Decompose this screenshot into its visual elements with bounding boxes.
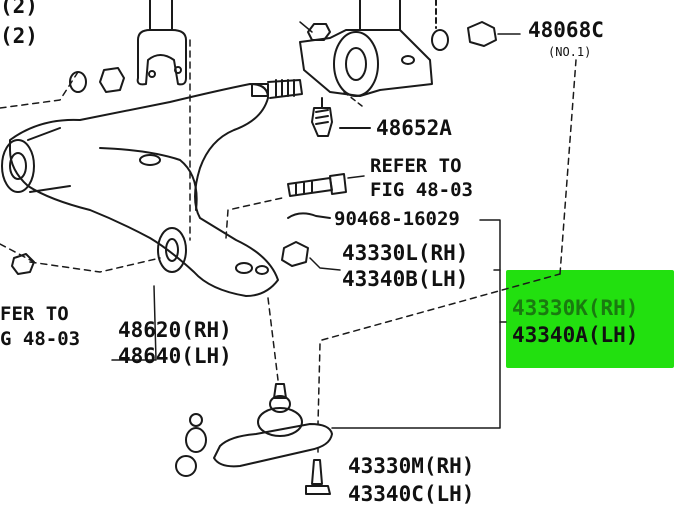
cotter-pin-nut-illustration xyxy=(281,212,331,267)
leader-lines xyxy=(0,21,577,457)
label-48652a: 48652A xyxy=(376,116,452,140)
label-paren-2: (2) xyxy=(0,24,38,48)
shock-fork-illustration xyxy=(136,0,187,86)
bolt-48652a-illustration xyxy=(311,97,371,137)
bolt-43330m-illustration xyxy=(305,459,331,495)
label-refer-left-line1: FER TO xyxy=(0,303,69,325)
label-cut-top-left: (2) xyxy=(0,0,38,18)
bushing-bracket-illustration xyxy=(299,0,433,97)
label-refer-left-line2: G 48-03 xyxy=(0,328,81,350)
lower-control-arm-illustration xyxy=(1,79,303,297)
part-highlight xyxy=(506,270,674,368)
label-43340c: 43340C(LH) xyxy=(348,482,475,506)
label-43330l: 43330L(RH) xyxy=(342,241,469,265)
label-refer-right-line2: FIG 48-03 xyxy=(370,179,473,201)
label-43330k: 43330K(RH) xyxy=(512,296,639,320)
nut-washer-illustrations xyxy=(69,0,497,93)
left-nut-illustration xyxy=(11,253,35,275)
refer-bolt-illustration xyxy=(287,173,347,197)
label-90468-16029: 90468-16029 xyxy=(334,208,460,230)
label-48620: 48620(RH) xyxy=(118,318,232,342)
ball-joint-illustration xyxy=(175,383,333,477)
label-48068c: 48068C xyxy=(528,18,604,42)
label-43330m: 43330M(RH) xyxy=(348,454,475,478)
label-43340b: 43340B(LH) xyxy=(342,267,469,291)
label-refer-right-line1: REFER TO xyxy=(370,155,462,177)
label-48068c-note: (NO.1) xyxy=(548,45,592,59)
label-48640: 48640(LH) xyxy=(118,344,232,368)
label-43340a: 43340A(LH) xyxy=(512,323,639,347)
